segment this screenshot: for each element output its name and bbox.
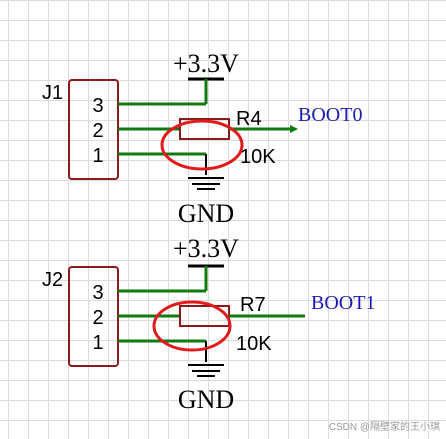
net-arrow (290, 125, 298, 133)
resistor-designator: R7 (240, 294, 266, 316)
circuit-boot1: +3.3V J2 3 2 1 R7 10K BOOT1 GND (42, 234, 375, 414)
pin-2-label: 2 (92, 120, 103, 142)
supply-label: +3.3V (173, 234, 239, 263)
highlight-circle (160, 119, 244, 171)
highlight-circle (152, 300, 232, 352)
resistor-body (179, 305, 230, 327)
ground-label: GND (178, 199, 234, 228)
pin-1-label: 1 (92, 332, 103, 354)
resistor-value: 10K (240, 146, 276, 168)
connector-designator: J1 (42, 82, 63, 104)
circuit-boot0: +3.3V J1 3 2 1 R4 10K BOOT0 GND (42, 49, 362, 228)
resistor-value: 10K (236, 333, 272, 355)
supply-label: +3.3V (173, 49, 239, 78)
pin-3-label: 3 (92, 282, 103, 304)
resistor-designator: R4 (236, 108, 262, 130)
pin-1-label: 1 (92, 145, 103, 167)
ground-label: GND (178, 385, 234, 414)
pin-2-label: 2 (92, 307, 103, 329)
watermark: CSDN @隔壁家的王小琪 (329, 420, 440, 433)
net-label: BOOT1 (311, 292, 375, 314)
pin-3-label: 3 (92, 95, 103, 117)
net-label: BOOT0 (298, 104, 362, 126)
connector-designator: J2 (42, 269, 63, 291)
